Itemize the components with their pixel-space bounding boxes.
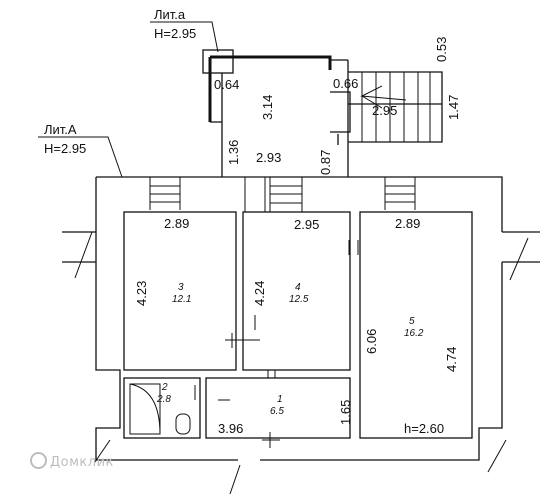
dim-2-95-stair: 2.95 — [372, 103, 397, 118]
dim-2-93: 2.93 — [256, 150, 281, 165]
annex-inner-wall — [210, 91, 351, 145]
room-4-outline — [242, 211, 351, 371]
room-1-number: 1 — [277, 394, 283, 405]
domclick-logo-icon — [30, 452, 47, 469]
stair-steps — [361, 72, 431, 142]
annex-walls — [221, 59, 349, 178]
leader-lit-a-big — [38, 136, 123, 178]
outer-wall — [95, 176, 503, 461]
dim-4-74: 4.74 — [444, 347, 459, 372]
outer-wall-left-edge — [62, 231, 96, 263]
annex-pillar — [202, 49, 234, 74]
lit-a-big-label: Лит.А — [44, 122, 77, 137]
room-2-area: 2.8 — [156, 394, 171, 405]
dim-2-95-mid: 2.95 — [294, 217, 319, 232]
dim-4-23: 4.23 — [134, 281, 149, 306]
room-2-number: 2 — [161, 382, 168, 393]
stair-arrow — [360, 85, 407, 109]
dim-1-36: 1.36 — [226, 140, 241, 165]
room-4-area: 12.5 — [289, 294, 309, 305]
dim-2-89-right: 2.89 — [395, 216, 420, 231]
dim-0-64: 0.64 — [214, 77, 239, 92]
room-5-area: 16.2 — [404, 328, 424, 339]
watermark-text: Домклик — [50, 455, 114, 470]
dim-2-89-left: 2.89 — [164, 216, 189, 231]
dim-0-87: 0.87 — [318, 150, 333, 175]
shower-arc — [129, 383, 161, 435]
h-big-label: H=2.95 — [44, 141, 86, 156]
dim-0-53: 0.53 — [434, 37, 449, 62]
dim-6-06: 6.06 — [364, 329, 379, 354]
room-1-outline — [205, 377, 351, 439]
room-5-outline — [359, 211, 473, 439]
dim-1-47: 1.47 — [446, 95, 461, 120]
room-3-number: 3 — [178, 282, 184, 293]
room-2-outline — [123, 377, 201, 439]
break-marks — [74, 231, 529, 494]
outer-wall-right-edge — [502, 231, 540, 263]
lit-a-small-label: Лит.а — [154, 7, 186, 22]
door-ticks — [194, 240, 361, 448]
room-1-area: 6.5 — [270, 406, 284, 417]
room-4-number: 4 — [295, 282, 301, 293]
dim-3-96: 3.96 — [218, 421, 243, 436]
h-room5-label: h=2.60 — [404, 421, 444, 436]
room-5-number: 5 — [409, 316, 415, 327]
room-3-outline — [123, 211, 237, 371]
leader-lit-a-small — [150, 21, 219, 53]
toilet — [175, 413, 191, 435]
dim-4-24: 4.24 — [252, 281, 267, 306]
annex-thick-wall — [208, 55, 332, 122]
shower-tray — [129, 383, 161, 435]
h-small-label: H=2.95 — [154, 26, 196, 41]
dim-0-66: 0.66 — [333, 76, 358, 91]
door-center — [269, 177, 303, 212]
dim-1-65: 1.65 — [338, 400, 353, 425]
window-mid — [244, 177, 266, 212]
stair-outline — [348, 71, 443, 143]
watermark: Домклик — [30, 452, 114, 470]
dim-3-14: 3.14 — [260, 95, 275, 120]
window-right — [384, 177, 416, 210]
window-left — [149, 177, 181, 210]
room-3-area: 12.1 — [172, 294, 191, 305]
